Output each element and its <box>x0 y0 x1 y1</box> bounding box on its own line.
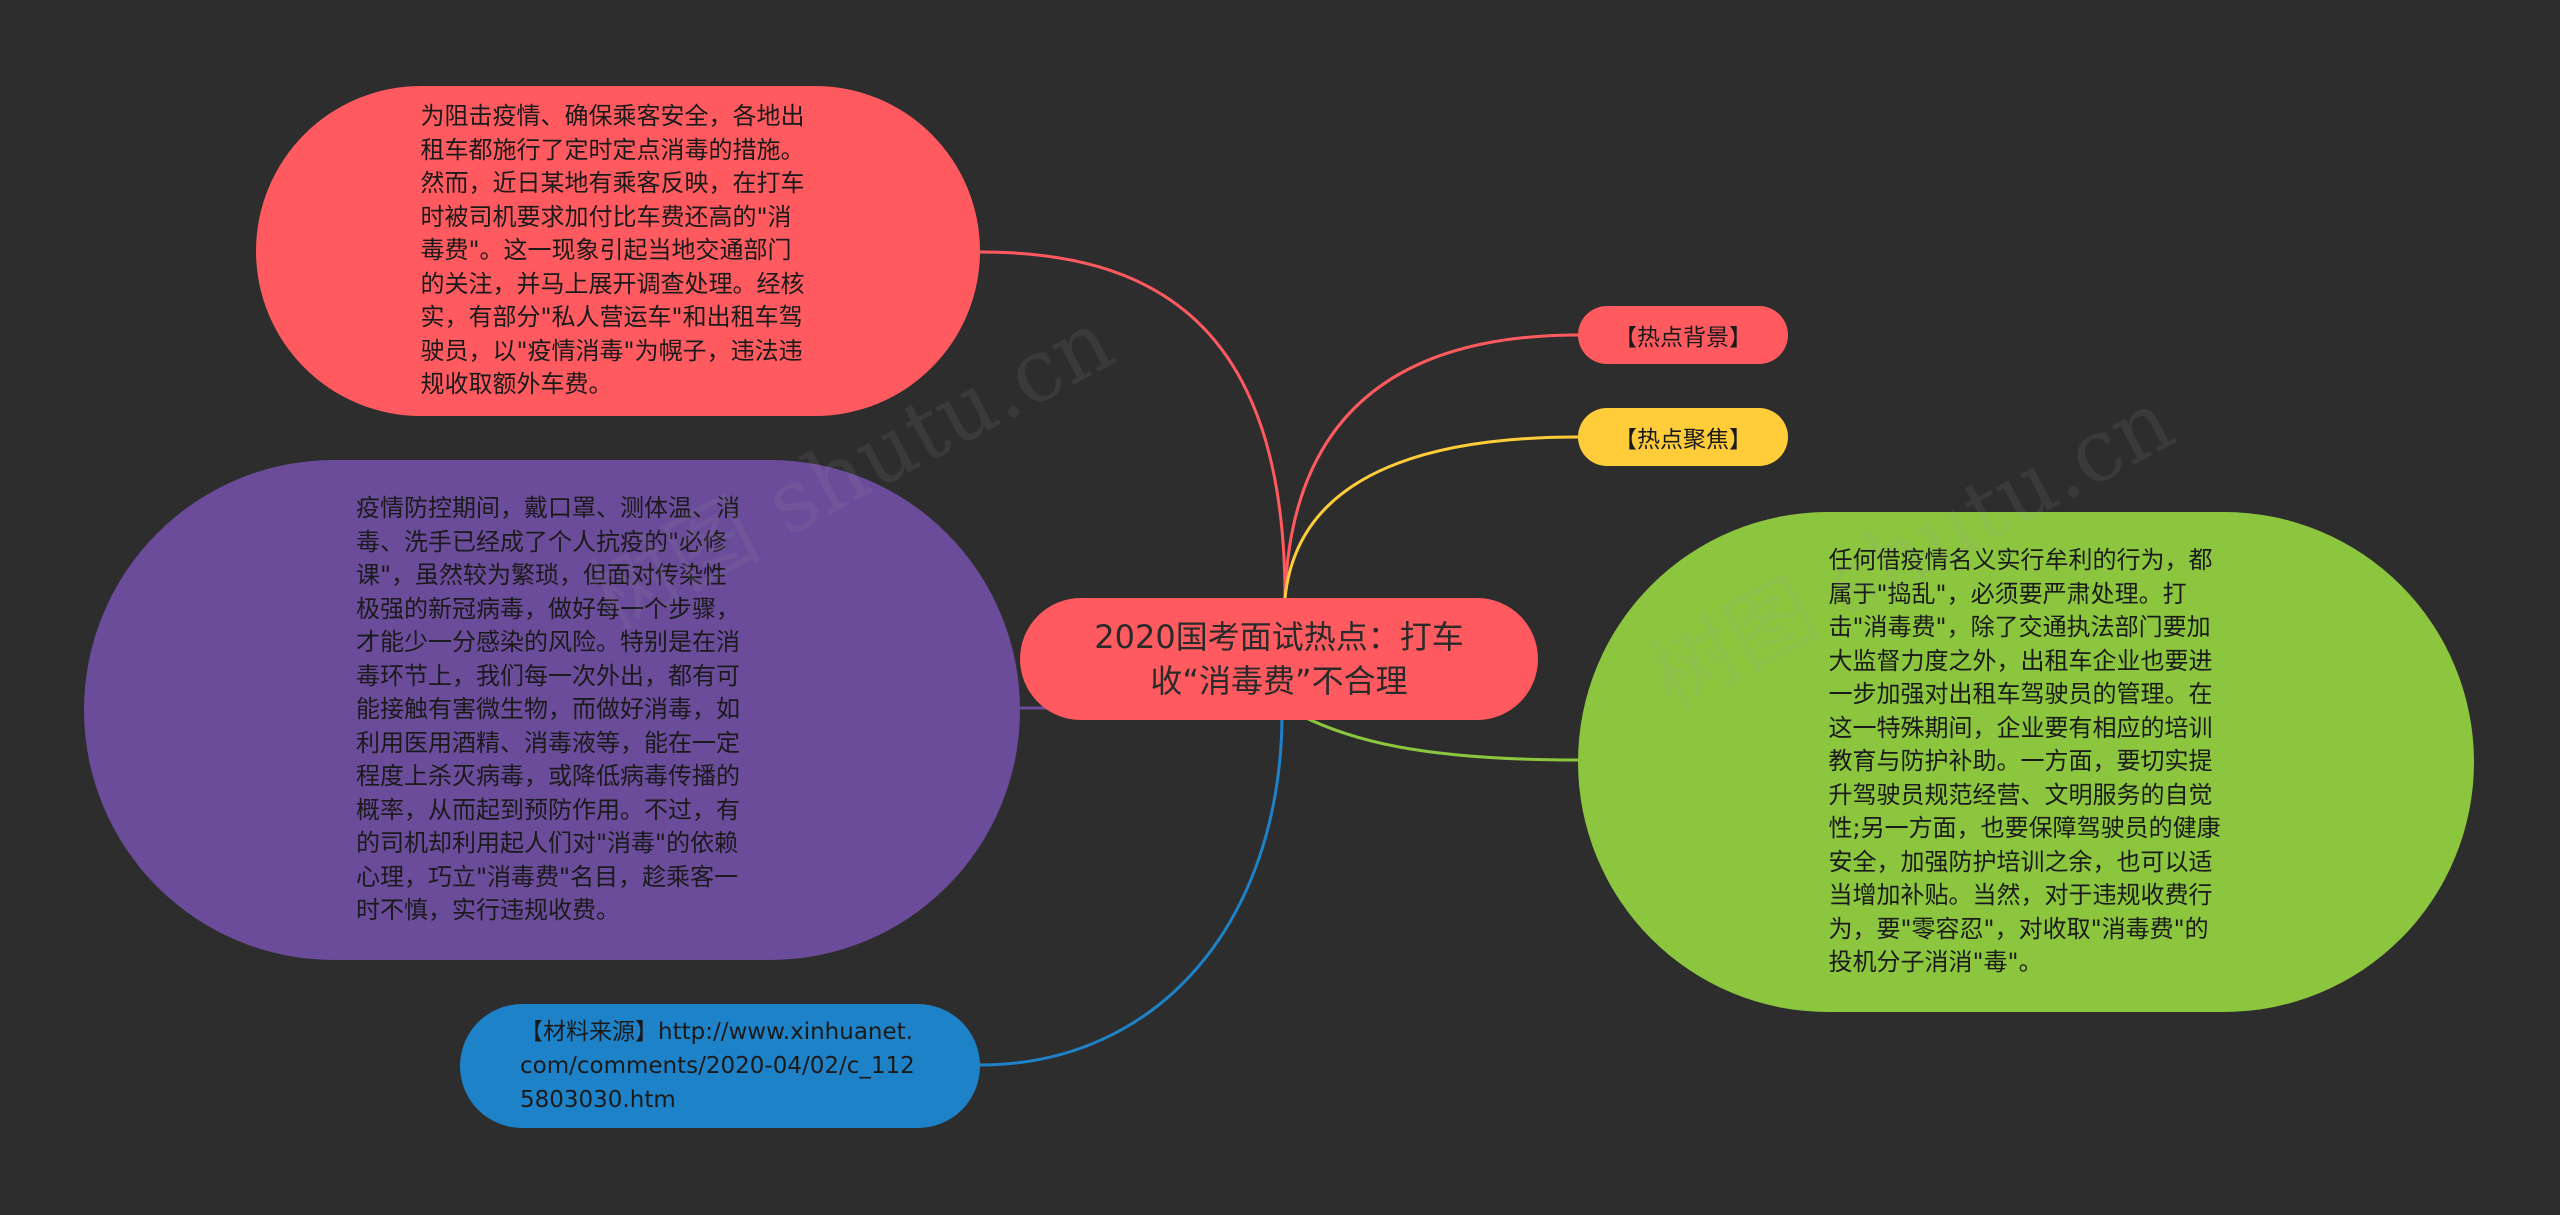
node-source-text[interactable]: 【材料来源】http://www.xinhuanet.com/comments/… <box>460 1004 980 1128</box>
node-measures-text[interactable]: 任何借疫情名义实行牟利的行为，都属于"捣乱"，必须要严肃处理。打击"消毒费"，除… <box>1578 512 2474 1012</box>
connector-background-text <box>979 250 1287 599</box>
tag-focus[interactable]: 【热点聚焦】 <box>1578 408 1788 466</box>
connector-focus-tag <box>1283 435 1579 599</box>
measures-text: 任何借疫情名义实行牟利的行为，都属于"捣乱"，必须要严肃处理。打击"消毒费"，除… <box>1828 546 2221 977</box>
connector-source-text <box>979 717 1284 1067</box>
background-text: 为阻击疫情、确保乘客安全，各地出租车都施行了定时定点消毒的措施。然而，近日某地有… <box>420 102 805 399</box>
tag-background[interactable]: 【热点背景】 <box>1578 306 1788 364</box>
tag-background-label: 【热点背景】 <box>1614 325 1752 351</box>
analysis-text: 疫情防控期间，戴口罩、测体温、消毒、洗手已经成了个人抗疫的"必修课"，虽然较为繁… <box>356 494 740 925</box>
tag-focus-label: 【热点聚焦】 <box>1614 427 1752 453</box>
node-analysis-text[interactable]: 疫情防控期间，戴口罩、测体温、消毒、洗手已经成了个人抗疫的"必修课"，虽然较为繁… <box>84 460 1020 960</box>
center-topic-title: 2020国考面试热点：打车收“消毒费”不合理 <box>1094 618 1464 700</box>
center-topic[interactable]: 2020国考面试热点：打车收“消毒费”不合理 <box>1020 598 1538 720</box>
connector-background-tag <box>1283 333 1579 599</box>
connector-measures-text <box>1299 713 1579 762</box>
source-text: 【材料来源】http://www.xinhuanet.com/comments/… <box>520 1019 915 1113</box>
node-background-text[interactable]: 为阻击疫情、确保乘客安全，各地出租车都施行了定时定点消毒的措施。然而，近日某地有… <box>256 86 980 416</box>
